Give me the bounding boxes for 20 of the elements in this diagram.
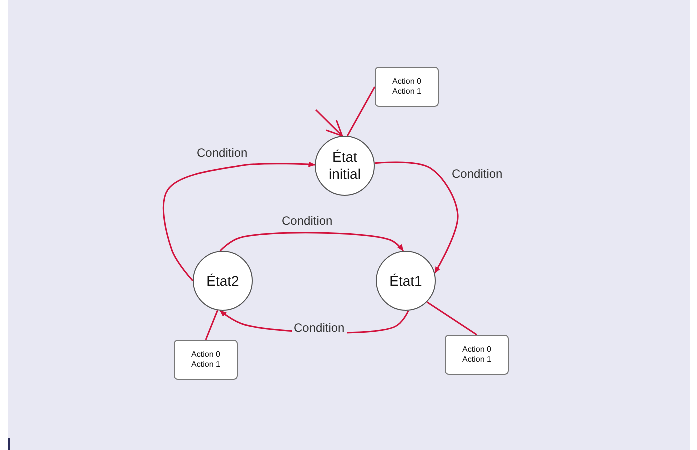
action-box [445, 335, 509, 375]
arrow [220, 232, 404, 252]
state-name: État2 [206, 272, 240, 290]
action-list: Action 0 Action 1 [454, 345, 500, 365]
action-list: Action 0 Action 1 [384, 77, 430, 97]
edge-label: Condition [450, 167, 505, 181]
arrow [162, 162, 316, 282]
edge-label: Condition [195, 146, 250, 160]
edge-label: Condition [292, 321, 347, 335]
arrow [315, 109, 344, 137]
action-box [174, 340, 238, 380]
edge-label: Condition [280, 214, 335, 228]
arrow [374, 162, 459, 274]
connector-line [426, 302, 478, 336]
action-box [375, 67, 439, 107]
state-name: État initial [328, 149, 362, 183]
action-list: Action 0 Action 1 [184, 350, 228, 370]
connector-line [205, 310, 218, 340]
connector-line [346, 86, 376, 136]
state-name: État1 [388, 272, 424, 290]
